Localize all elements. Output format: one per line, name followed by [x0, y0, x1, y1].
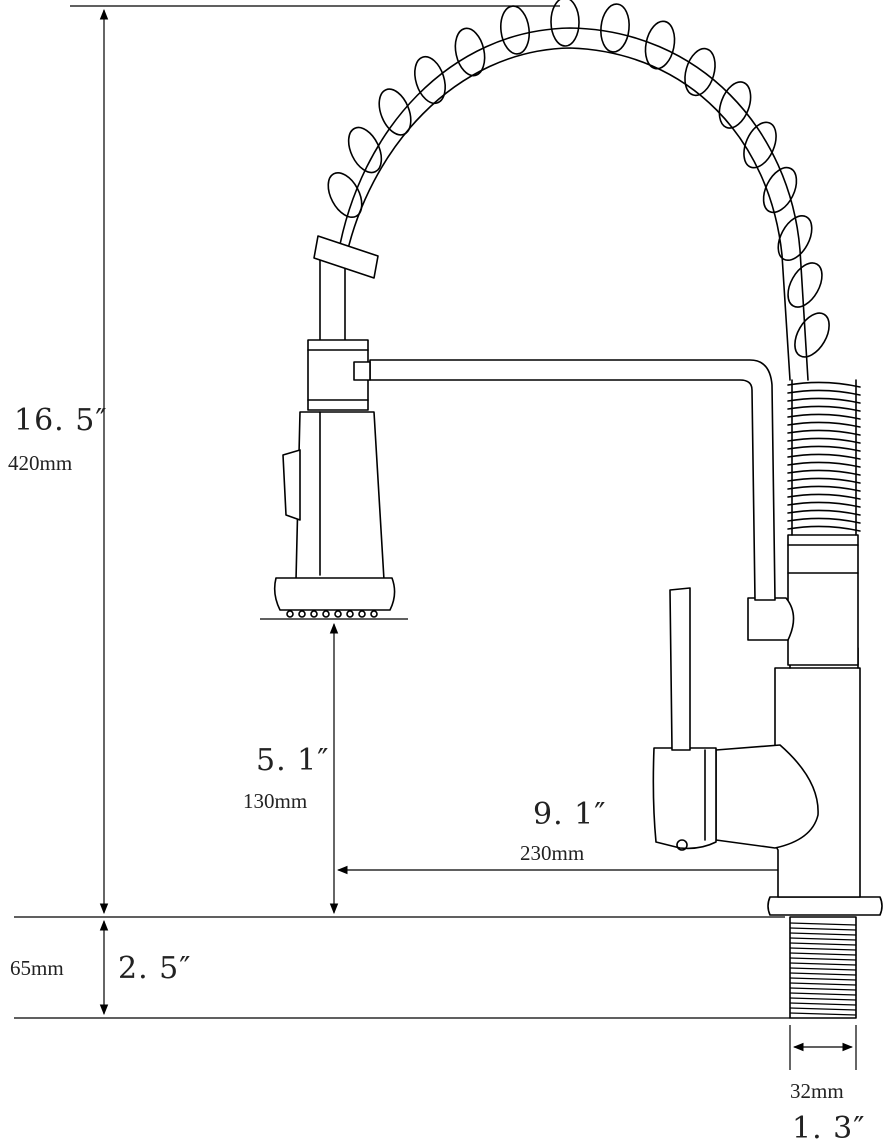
- spring-rib: [787, 517, 861, 524]
- spring-coil: [718, 81, 752, 129]
- spring-rib: [787, 405, 861, 412]
- thread-line: [789, 952, 857, 956]
- spring-coil: [762, 166, 798, 214]
- thread-line: [789, 942, 857, 946]
- spring-rib: [787, 453, 861, 460]
- upper-tube: [787, 534, 859, 666]
- spray-nozzle: [370, 610, 378, 618]
- reach-inch-label: 9. 1″: [533, 797, 606, 832]
- shank-diameter-mm-label: 32mm: [790, 1079, 844, 1103]
- spring-coil: [414, 55, 446, 105]
- spring-rib: [787, 397, 861, 404]
- clearance-inch-label: 5. 1″: [256, 743, 329, 778]
- spring-rib: [787, 493, 861, 500]
- spring-coil: [794, 312, 830, 358]
- thread-line: [789, 997, 857, 1001]
- spring-rib: [787, 509, 861, 516]
- spray-nozzle: [298, 610, 306, 618]
- reach-mm-label: 230mm: [520, 841, 584, 865]
- spring-rib: [787, 501, 861, 508]
- handle-lever-base: [652, 747, 717, 850]
- thread-line: [789, 977, 857, 981]
- spray-nozzle: [346, 610, 354, 618]
- thread-line: [789, 957, 857, 961]
- spring-coil: [378, 88, 412, 136]
- faucet-drawing: [273, 0, 883, 1019]
- thread-line: [789, 947, 857, 951]
- spring-rib: [787, 429, 861, 436]
- shank-length-inch-label: 2. 5″: [118, 951, 191, 986]
- thread-line: [789, 962, 857, 966]
- spray-nozzle: [310, 610, 318, 618]
- thread-line: [789, 982, 857, 986]
- handle-lever: [669, 587, 691, 751]
- thread-line: [789, 1012, 857, 1016]
- base-flange: [767, 896, 883, 916]
- spring-coil: [327, 172, 363, 218]
- thread-line: [789, 967, 857, 971]
- shank-diameter-inch-label: 1. 3″: [792, 1111, 865, 1146]
- spring-coils: [327, 0, 830, 358]
- total-height-mm-label: 420mm: [8, 451, 72, 475]
- spring-coil: [347, 126, 383, 174]
- spray-nozzle: [322, 610, 330, 618]
- spray-nozzle: [334, 610, 342, 618]
- guide-arm: [369, 359, 776, 601]
- spray-head: [273, 339, 396, 618]
- spring-rib: [787, 389, 861, 396]
- thread-line: [789, 927, 857, 931]
- hose-collar: [313, 235, 379, 279]
- spring-rib: [787, 445, 861, 452]
- spring-rib: [787, 525, 861, 532]
- thread-line: [789, 937, 857, 941]
- spray-nozzle: [286, 610, 294, 618]
- thread-line: [789, 922, 857, 926]
- threaded-shank: [789, 916, 857, 1019]
- spring-rib: [787, 381, 861, 388]
- hose-arch: [337, 27, 809, 381]
- spring-coil: [454, 27, 486, 77]
- spring-coil: [550, 0, 580, 47]
- spring-rib: [787, 477, 861, 484]
- spray-nozzle: [358, 610, 366, 618]
- thread-line: [789, 972, 857, 976]
- spring-coil: [743, 121, 777, 169]
- spring-coil: [500, 5, 530, 55]
- handle-block: [715, 744, 819, 849]
- spring-coil: [600, 3, 630, 53]
- thread-line: [789, 932, 857, 936]
- holder-clip: [747, 597, 795, 641]
- spring-coil: [777, 215, 813, 261]
- spring-coil: [787, 262, 823, 308]
- spring-rib: [787, 461, 861, 468]
- clearance-mm-label: 130mm: [243, 789, 307, 813]
- spring-rib: [787, 485, 861, 492]
- total-height-inch-label: 16. 5″: [14, 403, 108, 438]
- thread-line: [789, 1007, 857, 1011]
- spring-rib-section: [787, 381, 861, 532]
- spring-rib: [787, 413, 861, 420]
- reference-lines: [14, 5, 857, 1070]
- thread-line: [789, 987, 857, 991]
- spring-coil: [644, 20, 676, 70]
- shank-length-mm-label: 65mm: [10, 956, 64, 980]
- spring-rib: [787, 469, 861, 476]
- spring-rib: [787, 437, 861, 444]
- spring-coil: [684, 47, 716, 97]
- spring-rib: [787, 421, 861, 428]
- thread-line: [789, 1002, 857, 1006]
- thread-line: [789, 992, 857, 996]
